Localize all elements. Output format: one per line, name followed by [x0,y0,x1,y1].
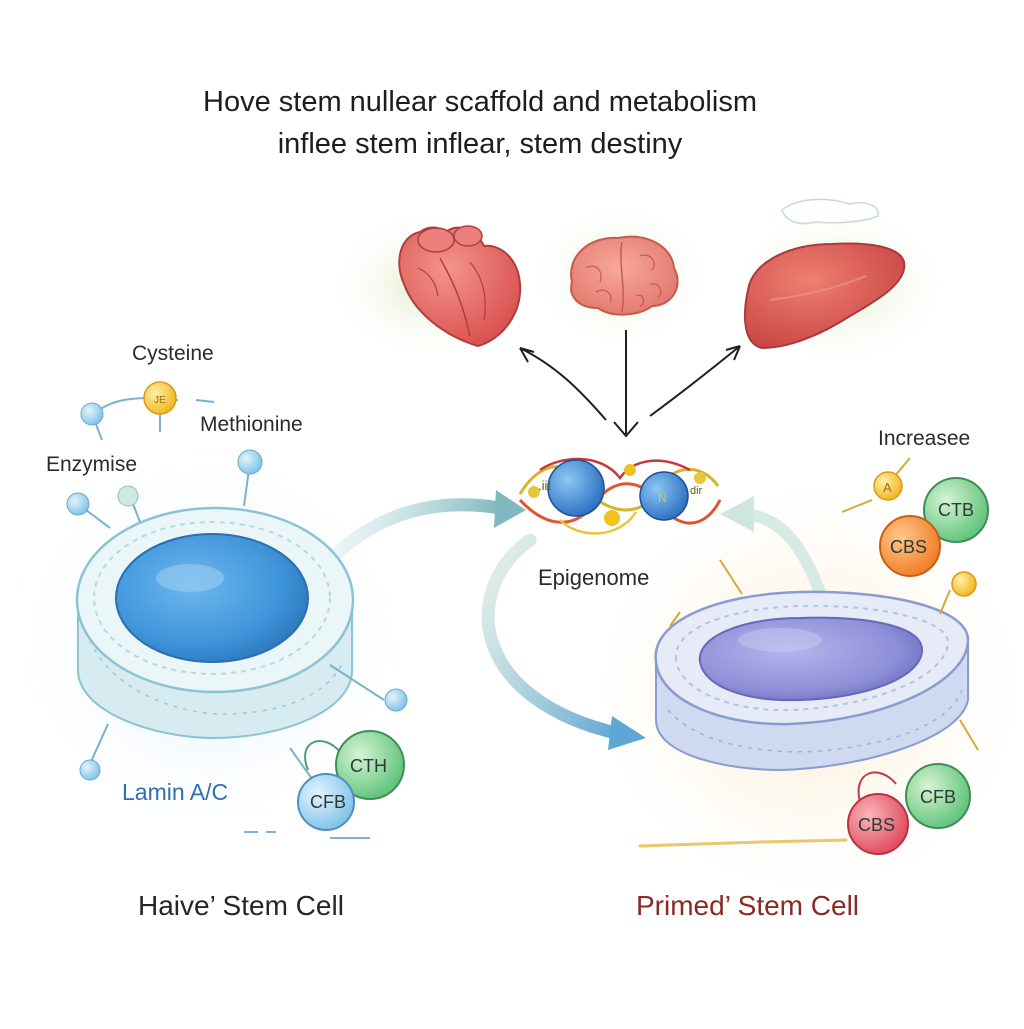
enzyme-label: CBS [890,537,927,557]
enzyme-label: CTB [938,500,974,520]
svg-text:.iit: .iit [538,478,551,493]
primed-enzymes-bottom: CFB CBS [638,763,971,855]
heart-icon [398,225,522,348]
primed-to-epigenome-arrow [720,496,826,598]
cysteine-label: Cysteine [132,342,214,365]
naive-enzymes: CTH CFB [244,730,405,839]
ctb-enzyme [923,477,989,543]
epigenome-icon: .iit N dir [518,457,722,535]
enzymise-label: Enzymise [46,453,138,476]
metabolite-ball [951,571,977,597]
enzyme-label: CBS [858,815,895,835]
naive-cell-label: Haive’ Stem Cell [138,890,344,921]
diagram-title-line1: Hove stem nullear scaffold and metabolis… [203,86,757,118]
epigenome-label: Epigenome [538,565,650,590]
brain-icon [570,235,679,316]
arrow-to-liver [649,345,741,417]
primed-stem-cell [654,590,970,772]
cfb-enzyme-naive [297,773,355,831]
lamin-label: Lamin A/C [122,779,229,805]
metabolite-ball [80,402,104,426]
marker-a-ball [873,471,903,501]
naive-stem-cell [75,506,355,740]
cbs-enzyme-bottom [847,793,909,855]
naive-to-epigenome-arrow [323,490,526,567]
enzyme-label: CFB [310,792,346,812]
primed-enzymes-top: CTB CBS [879,477,989,577]
increase-label: Increasee [878,427,971,450]
metabolite-ball [66,492,90,516]
cysteine-ball [143,381,177,415]
metabolite-ball [237,449,263,475]
enzyme-label: CTH [350,756,387,776]
metabolite-ball [79,759,101,781]
primed-cell-label: Primed’ Stem Cell [636,890,860,921]
metabolite-ball [384,688,408,712]
svg-text:dir: dir [690,485,703,497]
cth-enzyme [335,730,405,800]
diagram-title-line2: inflee stem inflear, stem destiny [277,128,683,160]
svg-text:N: N [658,491,667,505]
fate-arrows [519,330,741,438]
cbs-enzyme-top [879,515,941,577]
marker-a-label: A [883,480,892,495]
methionine-label: Methionine [200,413,303,436]
metabolite-ball [117,485,139,507]
naive-nucleus [115,533,309,663]
epigenome-to-primed-arrow [481,533,646,750]
enzyme-label: CFB [920,787,956,807]
svg-text:JE: JE [154,395,166,406]
liver-icon [743,198,906,350]
cfb-enzyme-primed [905,763,971,829]
arrow-to-heart [519,347,607,421]
